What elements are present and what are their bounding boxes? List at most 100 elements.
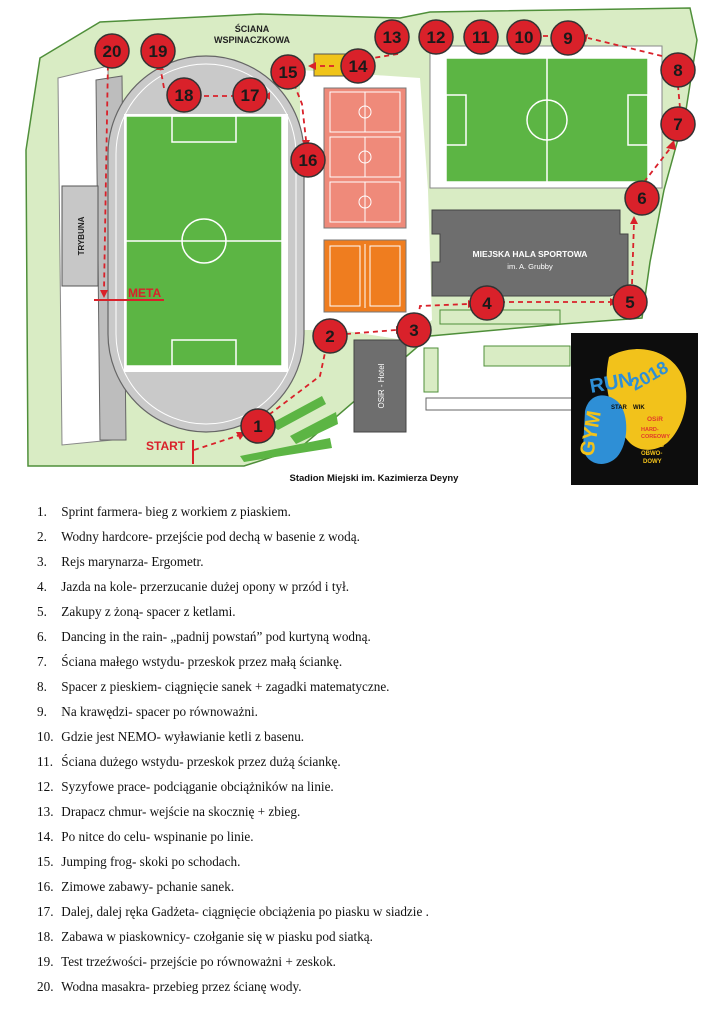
legend-item-number: 11.: [37, 754, 53, 769]
svg-text:14: 14: [349, 57, 368, 76]
poster-yellow-blob: [606, 349, 687, 450]
svg-text:1: 1: [253, 417, 262, 436]
legend-item-text: Na krawędzi- spacer po równoważni.: [61, 704, 258, 719]
station-marker-2[interactable]: 2: [312, 318, 348, 354]
legend-item: 5. Zakupy z żoną- spacer z ketlami.: [37, 599, 707, 624]
station-marker-16[interactable]: 16: [290, 142, 326, 178]
paved-strip: [425, 397, 573, 411]
svg-text:15: 15: [279, 63, 298, 82]
legend-item-number: 14.: [37, 829, 54, 844]
legend-item-number: 1.: [37, 504, 47, 519]
orange-court-right: [369, 245, 401, 307]
poster-tag-1: HARD-: [641, 427, 659, 433]
legend-item-text: Zakupy z żoną- spacer z ketlami.: [61, 604, 236, 619]
svg-text:8: 8: [673, 61, 682, 80]
svg-text:4: 4: [482, 294, 492, 313]
svg-text:5: 5: [625, 293, 634, 312]
green-patch-2: [290, 412, 338, 444]
station-marker-7[interactable]: 7: [660, 106, 696, 142]
station-marker-17[interactable]: 17: [232, 77, 268, 113]
orange-court-left: [329, 245, 361, 307]
poster-artwork: RUN 2018 STAR WIK GYM OSiR HARD- COREOWY…: [571, 333, 698, 485]
station-marker-20[interactable]: 20: [94, 33, 130, 69]
legend-item: 19. Test trzeźwości- przejście po równow…: [37, 949, 707, 974]
legend-item-number: 10.: [37, 729, 54, 744]
stand-building: [61, 185, 99, 287]
legend-item: 17. Dalej, dalej ręka Gadżeta- ciągnięci…: [37, 899, 707, 924]
track-lane: [115, 63, 297, 425]
hotel-label: OSiR - Hotel: [377, 363, 386, 408]
svg-text:17: 17: [241, 86, 260, 105]
station-markers: 1 2 3 4 5 6 7 8 9 10 11 12 13 14 15 16 1…: [94, 19, 696, 444]
legend-item-text: Po nitce do celu- wspinanie po linie.: [61, 829, 254, 844]
station-marker-8[interactable]: 8: [660, 52, 696, 88]
green-patch-4: [423, 347, 439, 393]
right-pitch-box-left: [445, 94, 467, 146]
legend-item-text: Drapacz chmur- wejście na skocznię + zbi…: [61, 804, 301, 819]
legend-item-text: Dancing in the rain- „padnij powstań” po…: [61, 629, 371, 644]
station-marker-4[interactable]: 4: [469, 285, 505, 321]
poster-osir: OSiR: [647, 416, 663, 423]
svg-text:16: 16: [299, 151, 318, 170]
station-marker-10[interactable]: 10: [506, 19, 542, 55]
legend-item-number: 8.: [37, 679, 47, 694]
legend-item: 2. Wodny hardcore- przejście pod dechą w…: [37, 524, 707, 549]
station-marker-1[interactable]: 1: [240, 408, 276, 444]
legend-item-number: 12.: [37, 779, 54, 794]
legend-item-text: Ściana małego wstydu- przeskok przez mał…: [61, 654, 343, 669]
legend-item-text: Wodny hardcore- przejście pod dechą w ba…: [61, 529, 360, 544]
legend-item-number: 16.: [37, 879, 54, 894]
right-pitch-center: [526, 99, 568, 141]
legend-item: 8. Spacer z pieskiem- ciągnięcie sanek +…: [37, 674, 707, 699]
station-marker-13[interactable]: 13: [374, 19, 410, 55]
poster-tag-4: OBWO-: [641, 451, 662, 457]
route-path: [103, 35, 681, 451]
svg-text:13: 13: [383, 28, 402, 47]
svg-text:3: 3: [409, 321, 418, 340]
legend-item: 4. Jazda na kole- przerzucanie dużej opo…: [37, 574, 707, 599]
legend-item: 20. Wodna masakra- przebieg przez ścianę…: [37, 974, 707, 999]
station-marker-6[interactable]: 6: [624, 180, 660, 216]
station-marker-18[interactable]: 18: [166, 77, 202, 113]
legend-item-text: Dalej, dalej ręka Gadżeta- ciągnięcie ob…: [61, 904, 429, 919]
svg-text:19: 19: [149, 42, 168, 61]
green-patch-3: [240, 438, 332, 462]
legend-item: 15. Jumping frog- skoki po schodach.: [37, 849, 707, 874]
legend-item: 12. Syzyfowe prace- podciąganie obciążni…: [37, 774, 707, 799]
station-marker-15[interactable]: 15: [270, 54, 306, 90]
legend-item-text: Rejs marynarza- Ergometr.: [61, 554, 204, 569]
station-legend: 1. Sprint farmera- bieg z workiem z pias…: [37, 499, 707, 999]
legend-item-number: 2.: [37, 529, 47, 544]
station-marker-9[interactable]: 9: [550, 20, 586, 56]
legend-item-number: 4.: [37, 579, 47, 594]
start-label: START: [146, 439, 186, 453]
finish-label: META: [128, 286, 161, 300]
svg-text:18: 18: [175, 86, 194, 105]
poster-tag-2: COREOWY: [641, 434, 670, 440]
venue-map: TRYBUNA ŚCIANA WSPINACZKOWA MIEJSKA HALA…: [25, 7, 698, 484]
legend-item-number: 17.: [37, 904, 54, 919]
station-marker-19[interactable]: 19: [140, 33, 176, 69]
legend-item: 14. Po nitce do celu- wspinanie po linie…: [37, 824, 707, 849]
station-marker-5[interactable]: 5: [612, 284, 648, 320]
station-marker-11[interactable]: 11: [463, 19, 499, 55]
legend-item: 13. Drapacz chmur- wejście na skocznię +…: [37, 799, 707, 824]
station-marker-12[interactable]: 12: [418, 19, 454, 55]
svg-text:10: 10: [515, 28, 534, 47]
legend-item-number: 6.: [37, 629, 47, 644]
legend-item-text: Zimowe zabawy- pchanie sanek.: [61, 879, 235, 894]
hall-label-1: MIEJSKA HALA SPORTOWA: [473, 249, 588, 259]
legend-item-number: 19.: [37, 954, 54, 969]
legend-item-number: 15.: [37, 854, 54, 869]
green-patch-5: [483, 345, 571, 367]
station-marker-3[interactable]: 3: [396, 312, 432, 348]
right-pitch-box-right: [627, 94, 649, 146]
legend-item-number: 3.: [37, 554, 47, 569]
svg-text:12: 12: [427, 28, 446, 47]
legend-item-number: 7.: [37, 654, 47, 669]
legend-item: 11. Ściana dużego wstydu- przeskok przez…: [37, 749, 707, 774]
legend-item: 3. Rejs marynarza- Ergometr.: [37, 549, 707, 574]
station-marker-14[interactable]: 14: [340, 48, 376, 84]
legend-item-number: 18.: [37, 929, 54, 944]
pitch-box-top: [171, 115, 237, 143]
